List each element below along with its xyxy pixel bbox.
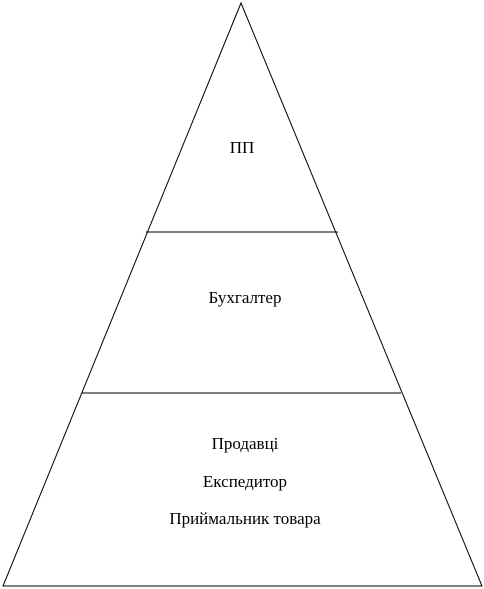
tier-top-label: ПП [230,138,255,157]
tier-middle-label: Бухгалтер [209,288,282,307]
tier-bottom-label-1: Продавці [212,434,279,453]
tier-bottom-label-2: Експедитор [203,472,287,491]
tier-bottom-label-3: Приймальник товара [169,509,321,528]
